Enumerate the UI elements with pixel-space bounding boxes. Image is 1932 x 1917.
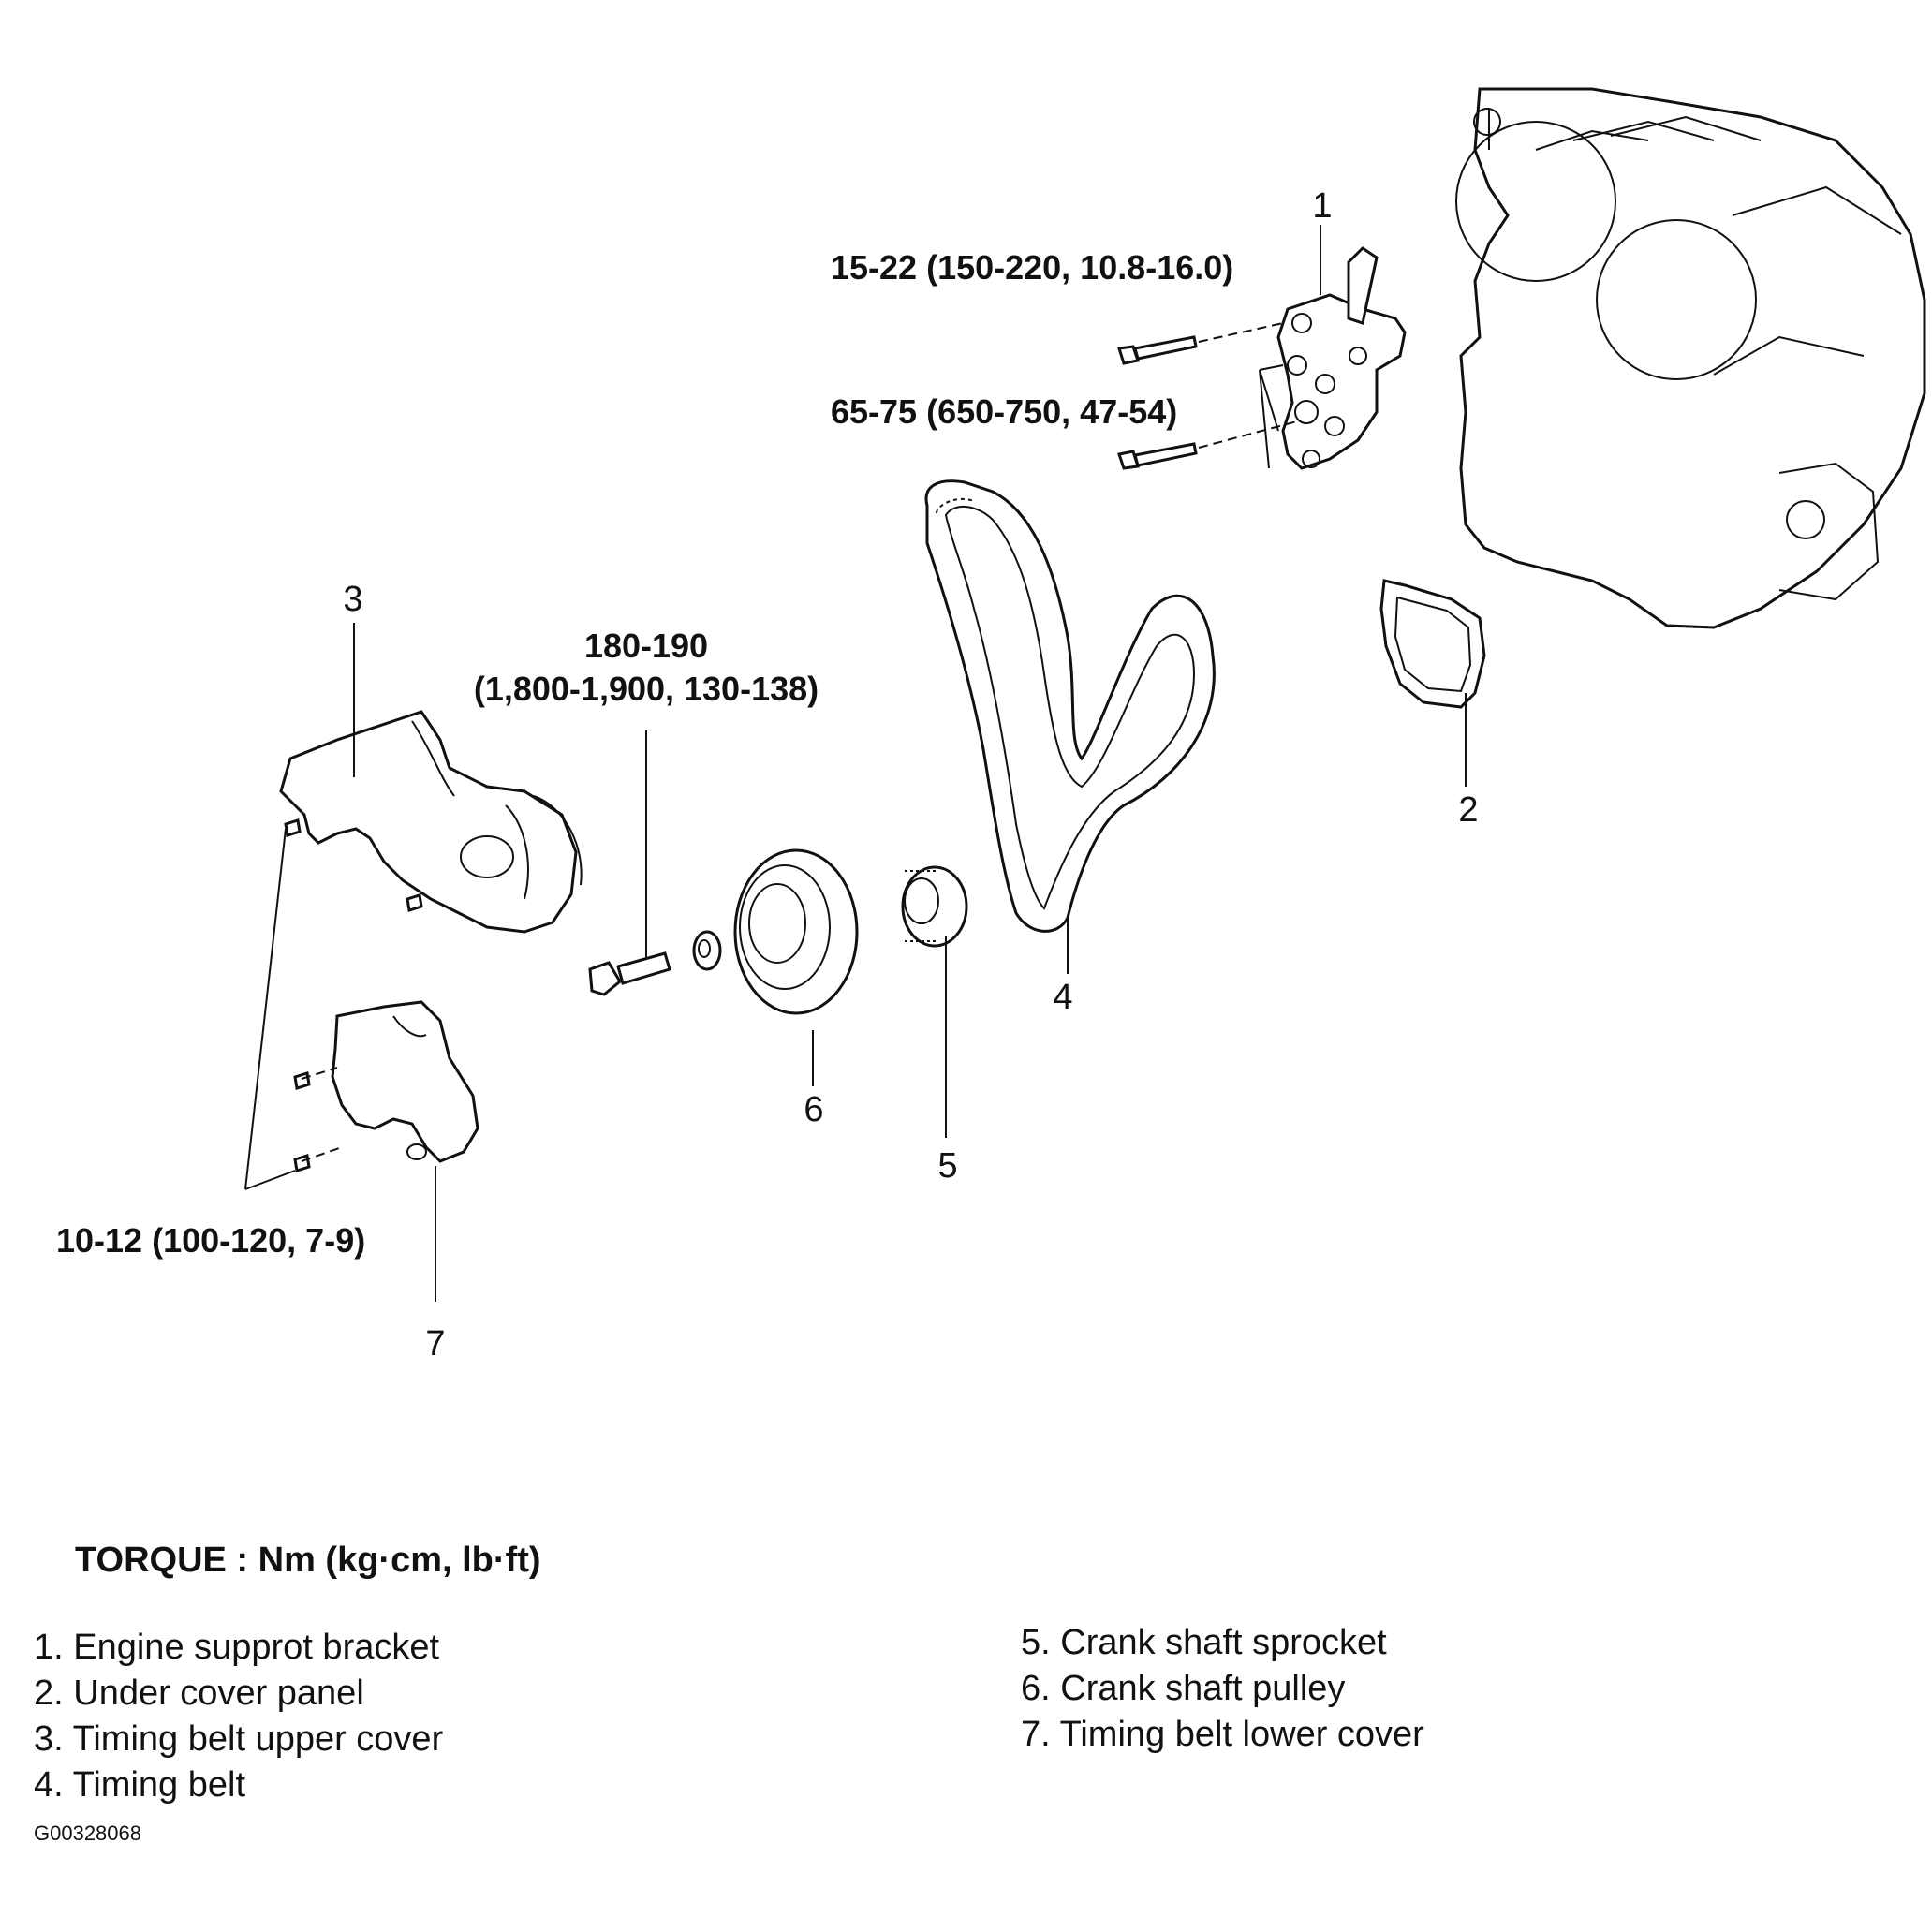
under-cover-panel: [1379, 579, 1486, 709]
legend-item: 7. Timing belt lower cover: [1021, 1715, 1424, 1754]
bracket-lower-bolt-torque: 65-75 (650-750, 47-54): [831, 392, 1177, 431]
engine-block: [1455, 87, 1926, 629]
crank-shaft-sprocket: [901, 865, 968, 948]
callout-6: 6: [804, 1090, 823, 1129]
callout-3: 3: [343, 580, 362, 619]
crank-shaft-pulley: [692, 848, 859, 1015]
pulley-bolt-torque-line2: (1,800-1,900, 130-138): [474, 670, 819, 708]
callout-2: 2: [1458, 790, 1478, 830]
callout-1: 1: [1312, 186, 1332, 226]
leader-lines: [244, 225, 1467, 1302]
legend-right-column: 5. Crank shaft sprocket 6. Crank shaft p…: [1021, 1620, 1424, 1758]
callout-7: 7: [425, 1324, 445, 1364]
cover-bolts-torque: 10-12 (100-120, 7-9): [56, 1221, 365, 1260]
crank-pulley-bolt: [588, 951, 671, 996]
figure-id: G00328068: [34, 1821, 141, 1845]
legend-item: 5. Crank shaft sprocket: [1021, 1623, 1387, 1662]
legend-item: 6. Crank shaft pulley: [1021, 1669, 1346, 1708]
legend-item: 2. Under cover panel: [34, 1674, 364, 1713]
cover-bolts: [284, 818, 423, 1172]
legend-item: 3. Timing belt upper cover: [34, 1719, 444, 1759]
bracket-upper-bolt-torque: 15-22 (150-220, 10.8-16.0): [831, 248, 1233, 287]
bracket-upper-bolt: [1117, 322, 1284, 365]
callout-4: 4: [1053, 978, 1072, 1017]
timing-belt: [924, 479, 1216, 933]
engine-support-bracket: [1276, 246, 1407, 470]
timing-belt-upper-cover: [279, 710, 583, 934]
legend-left-column: 1. Engine supprot bracket 2. Under cover…: [34, 1625, 443, 1808]
timing-belt-lower-cover: [331, 1000, 479, 1163]
pulley-bolt-torque-line1: 180-190: [584, 627, 708, 665]
legend-item: 1. Engine supprot bracket: [34, 1628, 440, 1667]
bracket-lower-bolt: [1117, 420, 1298, 470]
legend-item: 4. Timing belt: [34, 1765, 245, 1805]
callout-5: 5: [937, 1146, 957, 1186]
torque-units-title: TORQUE : Nm (kg·cm, lb·ft): [75, 1541, 541, 1580]
